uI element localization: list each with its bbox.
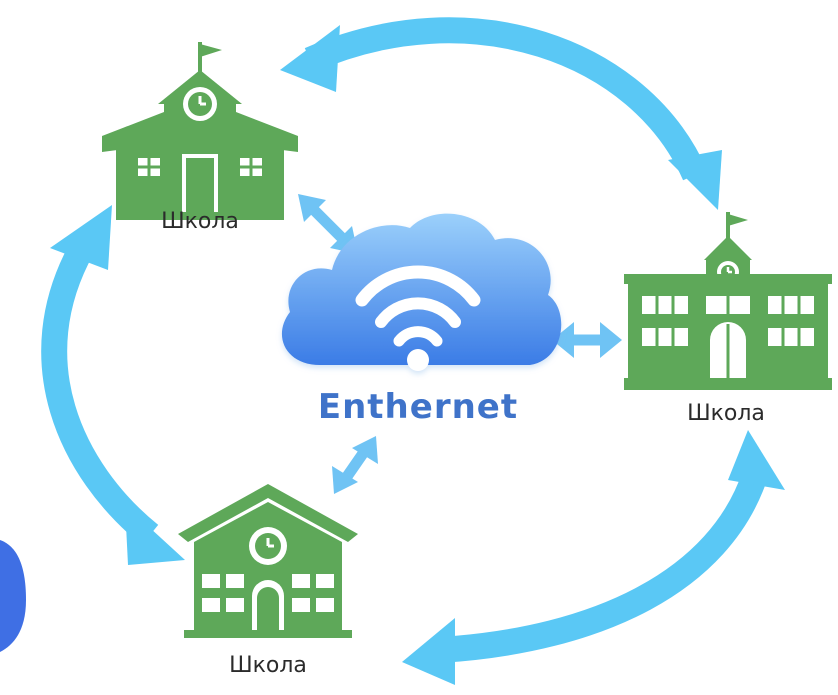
arrow-hub-school3 (332, 436, 378, 494)
arrow-top-right (280, 17, 722, 210)
arrow-hub-school1 (298, 194, 358, 254)
edge-blue-shape (0, 540, 26, 652)
school-building-icon (102, 42, 298, 220)
outer-arrows (41, 17, 785, 685)
cloud-wifi-icon (281, 213, 562, 371)
arrow-hub-school2 (552, 322, 622, 358)
wifi-icon (355, 265, 481, 347)
hub-label: Enthernet (318, 387, 518, 427)
school-building-icon (178, 484, 358, 638)
arrow-left (41, 205, 185, 565)
school-label: Школа (687, 401, 765, 426)
arrow-bottom-right (402, 430, 785, 685)
school-label: Школа (229, 653, 307, 678)
school-label: Школа (161, 209, 239, 234)
hub-arrows (298, 194, 622, 494)
school-building-icon (624, 212, 832, 390)
